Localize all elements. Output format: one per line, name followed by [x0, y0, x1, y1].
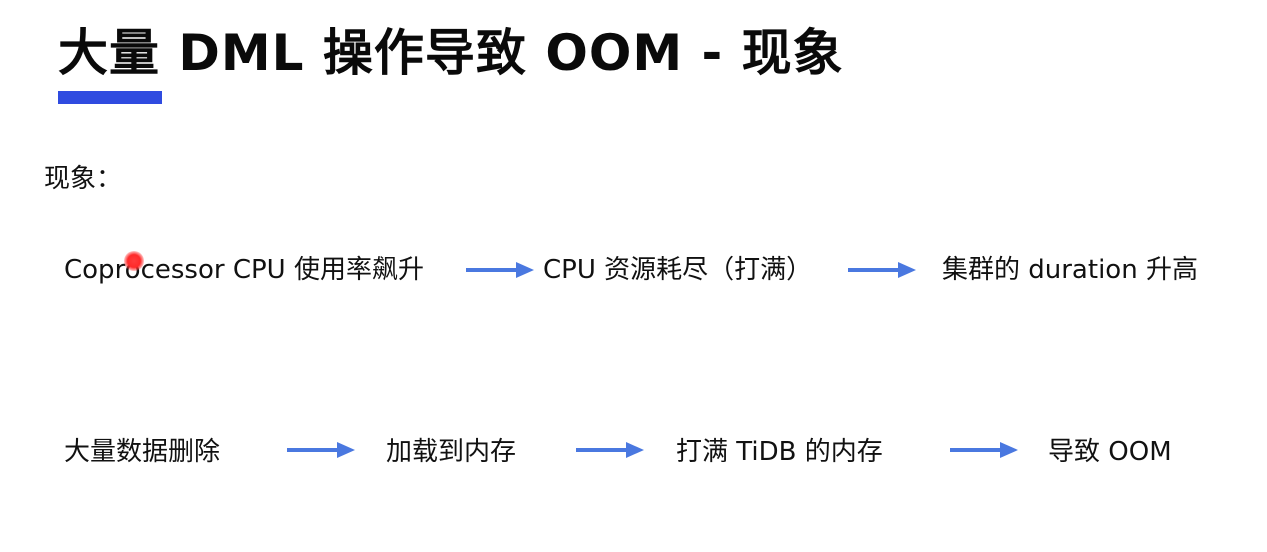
slide-title: 大量 DML 操作导致 OOM - 现象: [58, 24, 844, 82]
pointer-highlight-icon: [124, 251, 144, 271]
right-arrow-icon: [576, 440, 644, 460]
right-arrow-icon: [287, 440, 355, 460]
right-arrow-icon: [950, 440, 1018, 460]
right-arrow-icon: [848, 260, 916, 280]
flow2-step-3: 打满 TiDB 的内存: [676, 437, 883, 467]
flow1-step-1: Coprocessor CPU 使用率飙升: [64, 255, 424, 285]
title-accent-bar: [58, 91, 162, 104]
right-arrow-icon: [466, 260, 534, 280]
section-label: 现象：: [44, 164, 123, 194]
flow2-step-2: 加载到内存: [386, 437, 517, 467]
flow1-step-2: CPU 资源耗尽（打满）: [543, 255, 813, 285]
flow1-step-3: 集群的 duration 升高: [942, 255, 1198, 285]
flow2-step-1: 大量数据删除: [64, 437, 221, 467]
flow2-step-4: 导致 OOM: [1048, 437, 1172, 467]
